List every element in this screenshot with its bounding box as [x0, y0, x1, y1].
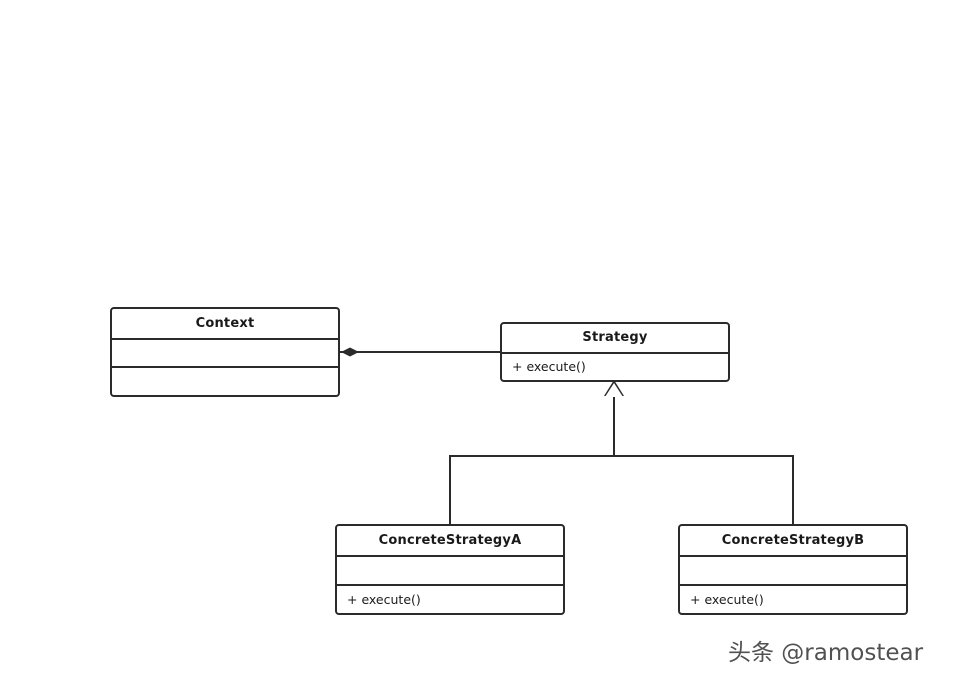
edge-generalization-bus — [449, 455, 794, 457]
class-box-concrete-strategy-b[interactable]: ConcreteStrategyB + execute() — [678, 524, 908, 615]
class-title-context: Context — [195, 315, 255, 331]
class-attributes-concrete-strategy-a — [337, 555, 563, 583]
edge-context-strategy — [340, 351, 500, 353]
composition-diamond-icon — [341, 347, 359, 357]
class-attributes-concrete-strategy-b — [680, 555, 906, 583]
class-title-concrete-strategy-b: ConcreteStrategyB — [721, 533, 865, 549]
class-methods-strategy: + execute() — [502, 351, 728, 380]
class-box-strategy[interactable]: Strategy + execute() — [500, 322, 730, 382]
class-title-strategy: Strategy — [582, 330, 648, 346]
class-methods-context — [112, 366, 338, 395]
class-attributes-context — [112, 337, 338, 367]
class-title-concrete-strategy-a: ConcreteStrategyA — [378, 533, 522, 549]
class-methods-concrete-strategy-a: + execute() — [337, 583, 563, 613]
class-box-context[interactable]: Context — [110, 307, 340, 397]
class-box-concrete-strategy-a[interactable]: ConcreteStrategyA + execute() — [335, 524, 565, 615]
edge-drop-concrete-a — [449, 455, 451, 524]
watermark-text: 头条 @ramostear — [728, 640, 924, 666]
edge-drop-concrete-b — [792, 455, 794, 524]
class-methods-concrete-strategy-b: + execute() — [680, 583, 906, 613]
edge-strategy-stem — [613, 392, 615, 456]
generalization-arrow-fill-icon — [605, 383, 623, 397]
